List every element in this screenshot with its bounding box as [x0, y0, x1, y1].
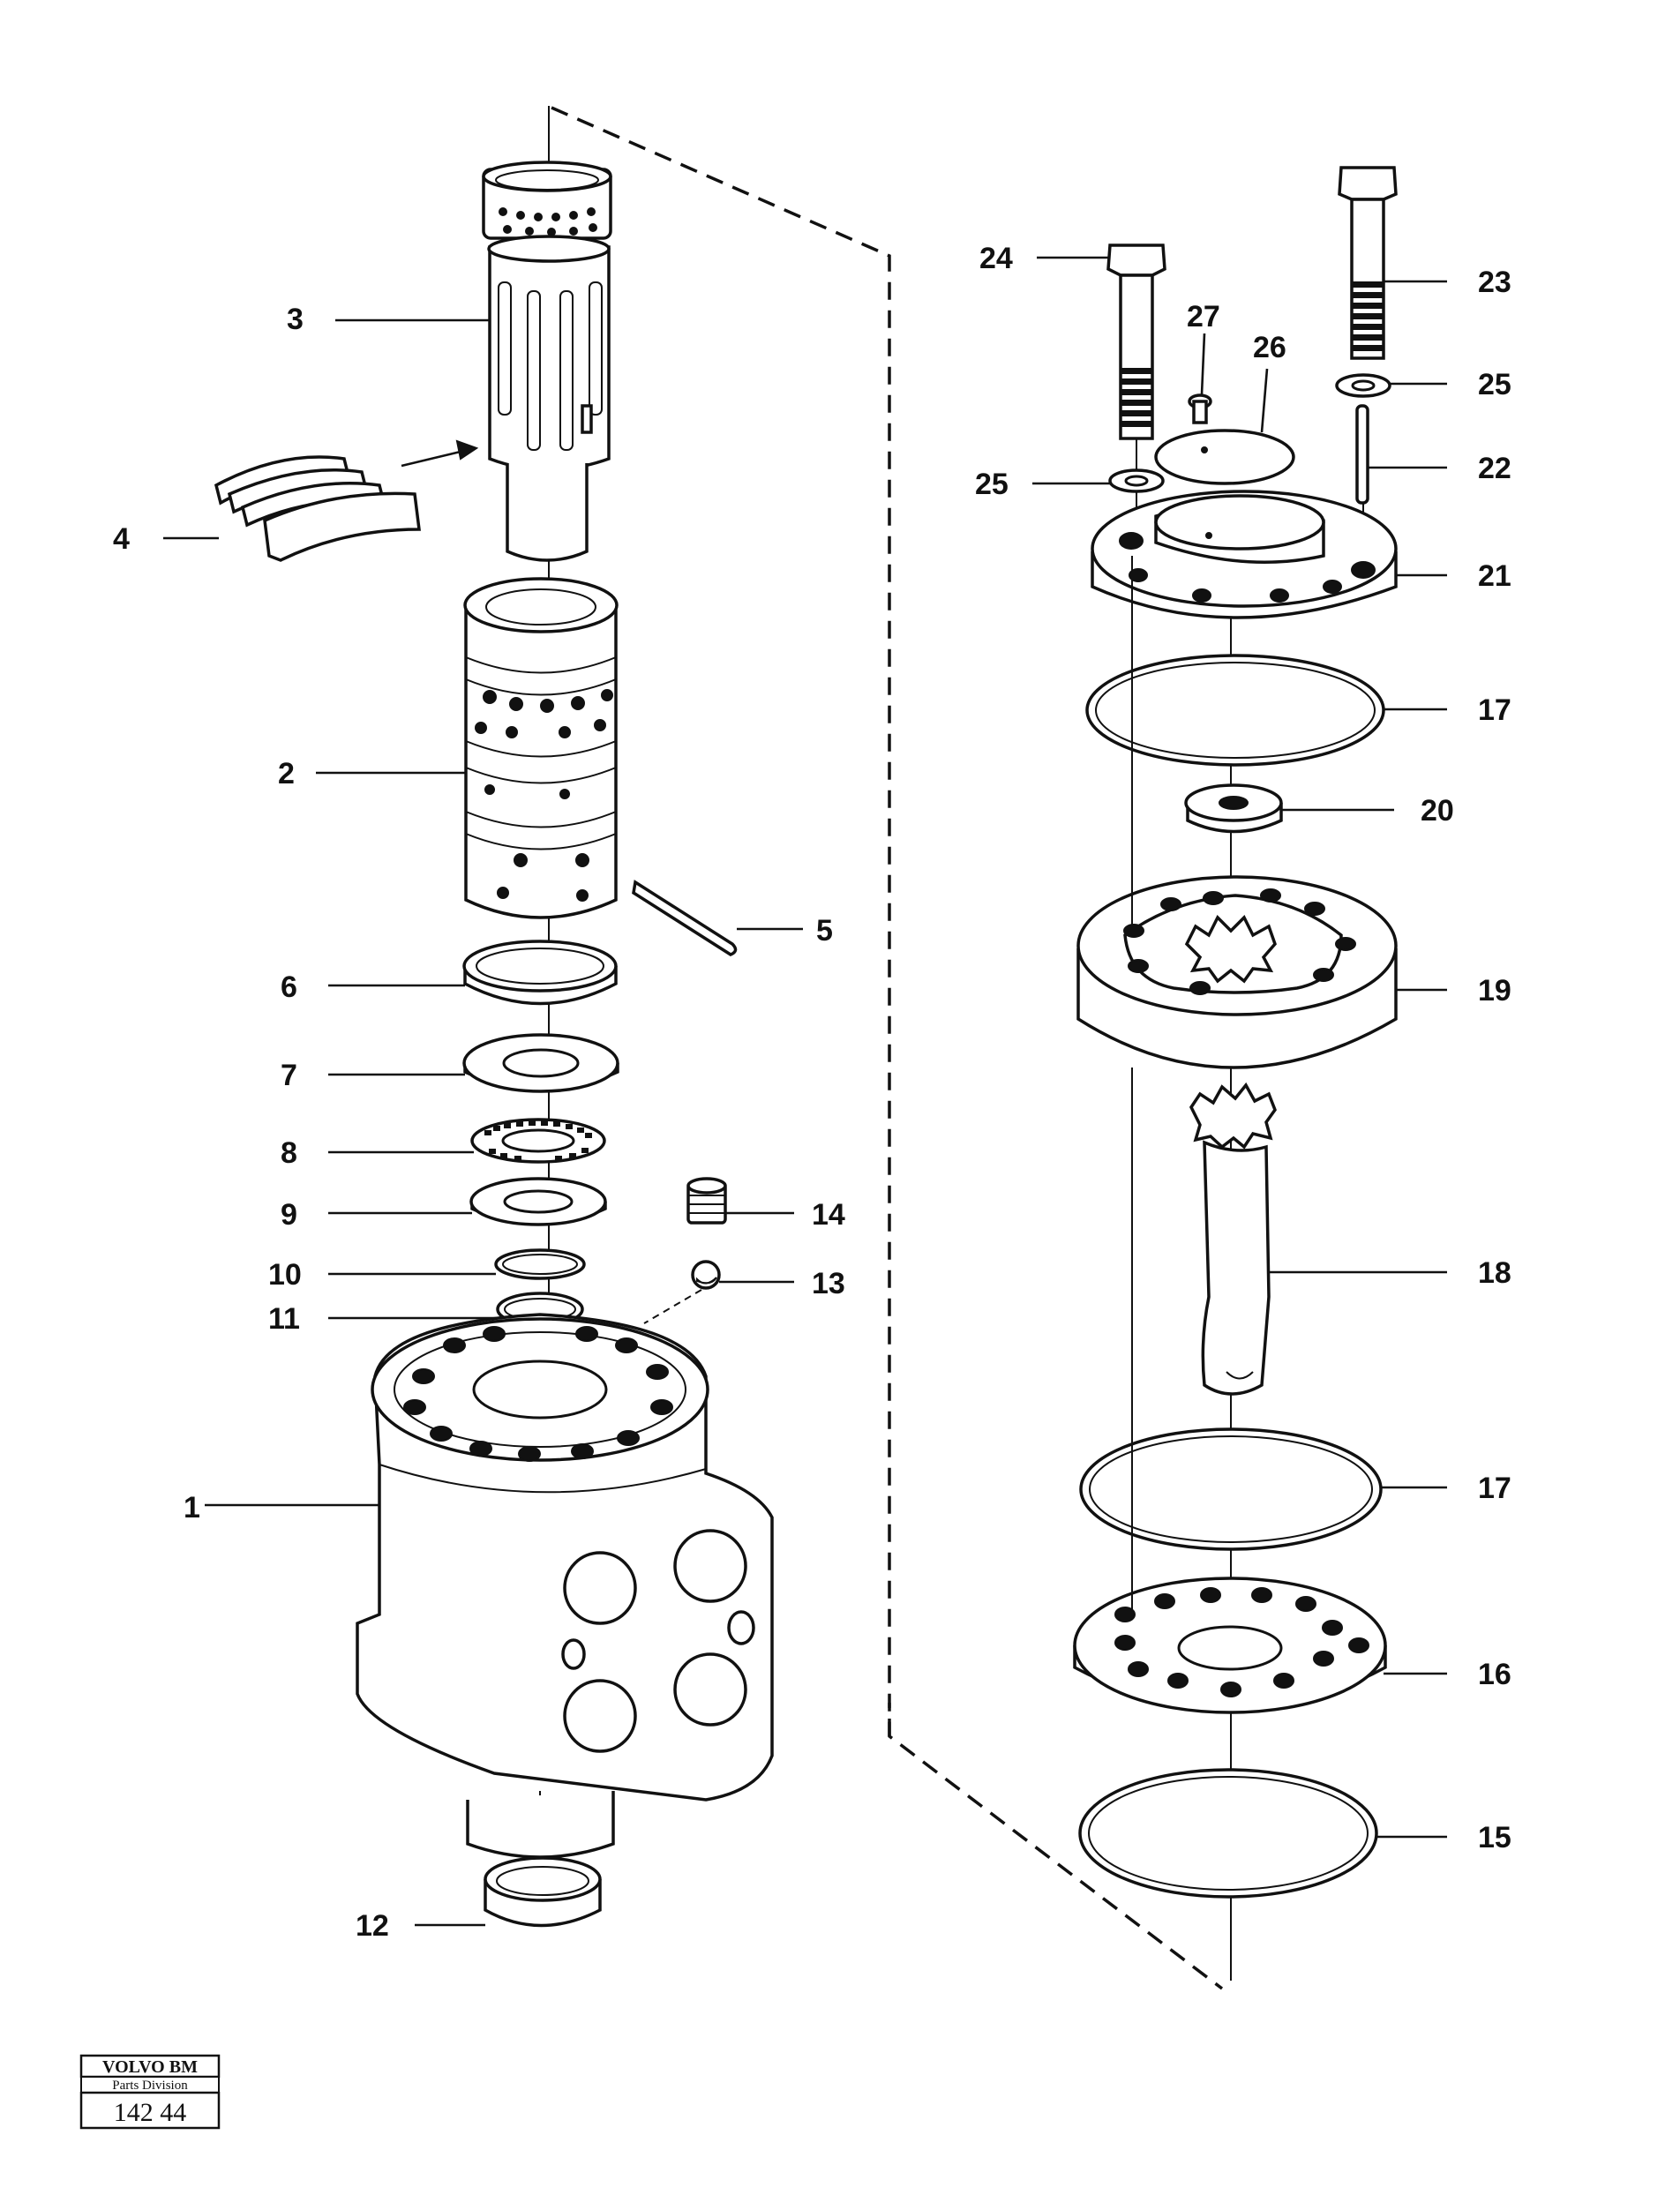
callout-part-4: 4: [113, 522, 130, 556]
callout-part-5: 5: [816, 914, 833, 948]
callout-part-1: 1: [184, 1491, 200, 1525]
callout-part-2: 2: [278, 757, 295, 790]
callout-part-13: 13: [812, 1267, 845, 1300]
part-9-washer: [469, 1177, 607, 1226]
part-2-valve-sleeve: [463, 577, 619, 919]
callout-part-9: 9: [281, 1198, 297, 1232]
callout-part-11: 11: [268, 1302, 300, 1336]
callout-part-12: 12: [356, 1909, 389, 1943]
part-3-spool: [482, 161, 612, 562]
reference-stamp: VOLVO BM Parts Division 142 44: [79, 2054, 221, 2130]
part-22-pin: [1355, 404, 1369, 505]
stamp-number: 142 44: [114, 2098, 187, 2127]
callout-part-6: 6: [281, 970, 297, 1004]
assembly-dashed-frame: [551, 106, 1224, 1990]
callout-numbers: 1 2 3 4 5 6 7 8 9 10 11 12 13 14 15 16 1…: [113, 242, 1511, 1943]
part-23-bolt: [1338, 166, 1398, 360]
callout-part-3: 3: [287, 303, 304, 336]
callout-part-17-lower: 17: [1478, 1472, 1511, 1505]
part-14-threaded-plug: [686, 1177, 727, 1225]
part-6-ring: [462, 940, 618, 1006]
callout-part-26: 26: [1253, 331, 1286, 364]
part-7-washer: [462, 1033, 619, 1093]
part-10-o-ring: [494, 1248, 586, 1280]
callout-part-15: 15: [1478, 1821, 1511, 1854]
part-13-ball: [643, 1260, 721, 1324]
callout-part-7: 7: [281, 1059, 297, 1092]
part-16-distributor-plate: [1073, 1577, 1387, 1714]
callout-part-19: 19: [1478, 974, 1511, 1008]
callout-part-21: 21: [1478, 559, 1511, 593]
part-5-pin: [632, 880, 738, 956]
part-27-screw: [1188, 393, 1212, 424]
callout-part-22: 22: [1478, 452, 1511, 485]
callout-part-18: 18: [1478, 1256, 1511, 1290]
part-26-cover-plate: [1154, 429, 1295, 485]
callout-part-8: 8: [281, 1136, 297, 1170]
part-18-drive-shaft: [1189, 1082, 1277, 1396]
callout-part-16: 16: [1478, 1658, 1511, 1691]
part-25-washer-right: [1335, 373, 1391, 398]
callout-part-24: 24: [979, 242, 1013, 275]
part-4-leaf-springs: [214, 439, 479, 562]
callout-part-25-left: 25: [975, 468, 1009, 501]
part-15-o-ring: [1078, 1768, 1378, 1899]
callout-part-20: 20: [1421, 794, 1454, 828]
stamp-division: Parts Division: [112, 2079, 188, 2093]
callout-part-25-right: 25: [1478, 368, 1511, 401]
part-20-spacer: [1184, 783, 1283, 834]
stamp-brand: VOLVO BM: [102, 2057, 198, 2077]
part-12-seal-ring: [484, 1856, 602, 1928]
leader-lines: [163, 256, 1447, 1927]
part-21-end-cover: [1091, 490, 1398, 619]
callout-part-14: 14: [812, 1198, 845, 1232]
part-24-bolt: [1106, 243, 1166, 529]
part-19-gear-set: [1076, 875, 1398, 1069]
part-1-valve-body: [356, 1313, 774, 1859]
callout-part-23: 23: [1478, 266, 1511, 299]
callout-part-27: 27: [1187, 300, 1220, 333]
callout-part-10: 10: [268, 1258, 302, 1292]
part-8-needle-bearing: [470, 1118, 606, 1164]
callout-part-17-upper: 17: [1478, 693, 1511, 727]
part-17-o-ring-lower: [1079, 1427, 1383, 1551]
part-25-washer-left: [1108, 468, 1165, 493]
